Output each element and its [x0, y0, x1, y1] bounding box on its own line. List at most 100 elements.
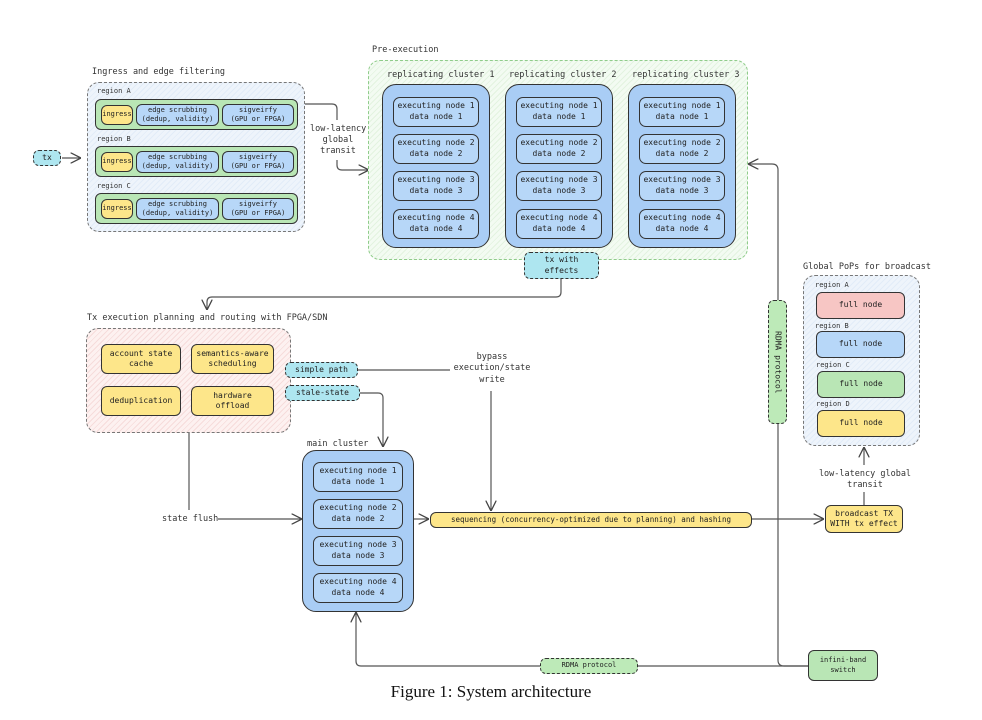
full-node-label: full node — [839, 379, 883, 389]
switch-line-2: switch — [830, 665, 856, 674]
sig-line-2: (GPU or FPGA) — [230, 209, 286, 217]
arrow-effects-to-planning — [207, 279, 562, 309]
switch-line-1: infini-band — [819, 656, 867, 665]
pops-title: Global PoPs for broadcast — [803, 262, 931, 272]
sig-line-1: sigveirfy — [239, 199, 277, 208]
region-label: region B — [815, 322, 849, 330]
data-node-label: data node 4 — [655, 224, 709, 233]
data-node-label: data node 3 — [655, 186, 709, 195]
item-line-1: deduplication — [109, 395, 173, 405]
bypass-line-2: execution/state — [453, 363, 531, 374]
sig-line-2: (GPU or FPGA) — [230, 115, 286, 123]
broadcast-transit-line-1: low-latency global — [818, 469, 912, 479]
cluster-title: replicating cluster 3 — [632, 70, 740, 80]
item-line-1: account state — [109, 348, 173, 358]
pre-execution-title: Pre-execution — [372, 45, 439, 55]
arrow-stale-to-main — [360, 392, 383, 446]
scrub-line-1: edge scrubbing — [147, 152, 207, 161]
data-node-label: data node 2 — [655, 149, 709, 158]
item-line-1: hardware — [213, 390, 252, 400]
ingress-box: ingress — [101, 199, 133, 219]
transit-line-2: global — [322, 135, 354, 146]
data-node-label: data node 3 — [532, 186, 586, 195]
stale-state-tag: stale-state — [285, 385, 360, 401]
arrow-rdma-to-preexec — [749, 164, 779, 300]
scrub-line-2: (dedup, validity) — [141, 115, 214, 123]
region-row-b: ingress edge scrubbing(dedup, validity) … — [95, 146, 298, 177]
data-node-label: data node 2 — [532, 149, 586, 158]
executing-node-label: executing node 4 — [397, 213, 475, 223]
edge-scrubbing-box: edge scrubbing(dedup, validity) — [136, 198, 219, 220]
figure-caption: Figure 1: System architecture — [390, 682, 592, 701]
region-label: region C — [97, 182, 131, 190]
full-node-region-b: full node — [816, 331, 905, 358]
executing-node-label: executing node 2 — [397, 138, 475, 148]
item-line-1: semantics-aware — [196, 348, 269, 358]
executing-node-label: executing node 3 — [520, 175, 598, 185]
transit-line-1: low-latency — [310, 124, 367, 134]
region-label: region D — [816, 400, 850, 408]
executing-node-label: executing node 1 — [319, 466, 397, 476]
executing-node-label: executing node 1 — [397, 101, 475, 111]
arrow-ingress-to-preexec-2 — [336, 160, 368, 170]
executing-node-label: executing node 4 — [520, 213, 598, 223]
rdma-vertical-label: RDMA protocol — [773, 330, 783, 394]
sig-line-1: sigveirfy — [239, 105, 277, 114]
pre-execution-group: replicating cluster 1 replicating cluste… — [368, 60, 748, 260]
data-node-label: data node 4 — [409, 224, 463, 233]
pops-group: region A full node region B full node re… — [803, 275, 920, 446]
cluster-title: replicating cluster 1 — [387, 70, 495, 80]
region-label: region C — [816, 361, 850, 369]
data-node-label: data node 4 — [532, 224, 586, 233]
planning-title: Tx execution planning and routing with F… — [87, 313, 328, 323]
executing-node-label: executing node 2 — [643, 138, 721, 148]
bypass-line-1: bypass — [476, 352, 508, 362]
data-node-label: data node 3 — [409, 186, 463, 195]
scrub-line-2: (dedup, validity) — [141, 209, 214, 217]
sigverify-box: sigveirfy(GPU or FPGA) — [222, 104, 294, 126]
region-row-c: ingress edge scrubbing(dedup, validity) … — [95, 193, 298, 224]
full-node-region-d: full node — [817, 410, 905, 437]
ingress-group: region A ingress edge scrubbing(dedup, v… — [87, 82, 305, 232]
executing-node-label: executing node 3 — [319, 540, 397, 550]
ingress-group-title: Ingress and edge filtering — [92, 67, 226, 77]
sigverify-box: sigveirfy(GPU or FPGA) — [222, 151, 294, 173]
edge-scrubbing-box: edge scrubbing(dedup, validity) — [136, 104, 219, 126]
bypass-line-3: write — [479, 374, 505, 385]
rdma-horizontal-tag: RDMA protocol — [540, 658, 638, 674]
ingress-label: ingress — [102, 204, 132, 213]
data-node-label: data node 4 — [331, 588, 385, 597]
item-line-2: offload — [215, 401, 250, 410]
cluster-title: replicating cluster 2 — [509, 70, 617, 80]
arrow-rdma-to-main — [356, 613, 540, 667]
region-row-a: ingress edge scrubbing(dedup, validity) … — [95, 99, 298, 130]
executing-node-label: executing node 2 — [520, 138, 598, 148]
arrow-ingress-to-preexec — [305, 103, 338, 120]
state-flush-label: state flush — [162, 514, 219, 524]
rdma-vertical-tag: RDMA protocol — [768, 300, 787, 424]
sequencing-label: sequencing (concurrency-optimized due to… — [451, 515, 731, 525]
region-label: region B — [97, 135, 131, 143]
executing-node-label: executing node 1 — [520, 101, 598, 111]
executing-node-label: executing node 3 — [643, 175, 721, 185]
sig-line-1: sigveirfy — [239, 152, 277, 161]
